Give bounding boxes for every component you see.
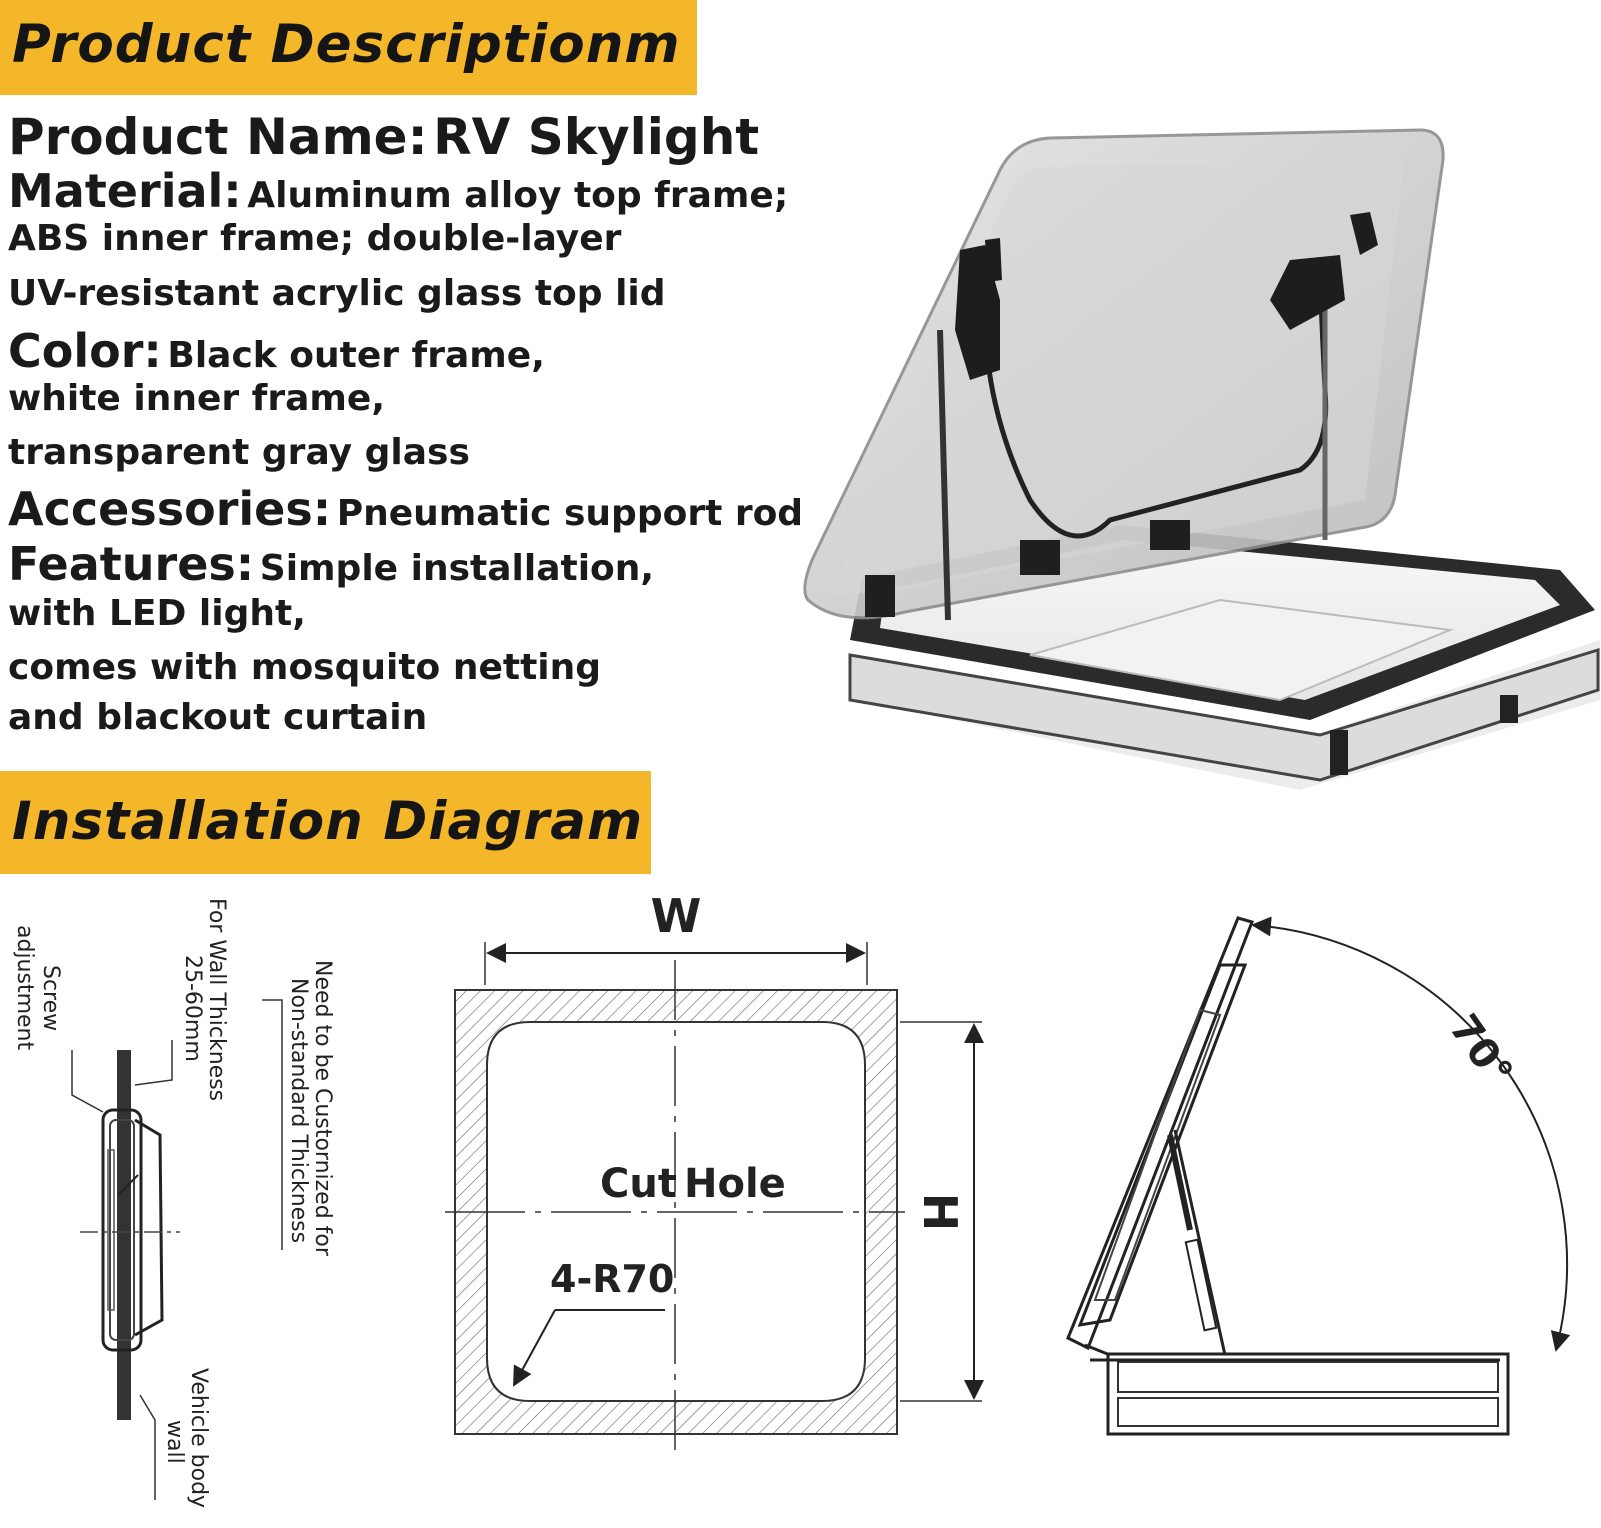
spec-material: Material: Aluminum alloy top frame; xyxy=(8,164,789,218)
hole-label: Hole xyxy=(684,1161,786,1207)
spec-product-name: Product Name: RV Skylight xyxy=(8,108,760,166)
spec-material-line2: ABS inner frame; double-layer xyxy=(8,218,622,259)
screw-label: Screw xyxy=(38,965,63,1031)
spec-color-line3: transparent gray glass xyxy=(8,432,470,473)
wall-section-diagram: adjustment Screw For Wall Thickness 25-6… xyxy=(12,898,335,1508)
custom-thickness-label-2: Non-standard Thickness xyxy=(286,978,311,1243)
spec-features-line4: and blackout curtain xyxy=(8,697,428,738)
spec-accessories: Accessories: Pneumatic support rod xyxy=(8,482,804,536)
spec-color: Color: Black outer frame, xyxy=(8,324,545,378)
installation-diagram-banner: Installation Diagram xyxy=(0,771,651,874)
spec-features-line2: with LED light, xyxy=(8,593,306,634)
spec-features: Features: Simple installation, xyxy=(8,537,655,591)
rv-skylight-product-image xyxy=(803,128,1600,790)
spec-color-line2: white inner frame, xyxy=(8,378,385,419)
radius-label: 4-R70 xyxy=(550,1257,674,1301)
cut-hole-diagram: W H Cut Hole 4-R70 xyxy=(445,889,984,1460)
vehicle-wall-label: wall xyxy=(162,1420,187,1464)
width-label: W xyxy=(651,889,702,943)
spec-features-line3: comes with mosquito netting xyxy=(8,647,602,688)
cut-label: Cut xyxy=(600,1161,677,1207)
product-description-heading: Product Descriptionm xyxy=(12,14,681,75)
wall-thickness-range: 25-60mm xyxy=(180,955,205,1062)
height-label: H xyxy=(913,1193,967,1232)
opening-angle-diagram: 70° xyxy=(1066,916,1571,1436)
vehicle-body-label: Vehicle body xyxy=(186,1368,211,1508)
angle-label: 70° xyxy=(1440,1006,1521,1094)
adjustment-label: adjustment xyxy=(12,925,37,1050)
wall-thickness-label: For Wall Thickness xyxy=(204,898,229,1101)
spec-material-line3: UV-resistant acrylic glass top lid xyxy=(8,273,666,314)
product-description-banner: Product Descriptionm xyxy=(0,0,697,95)
custom-thickness-label-1: Need to be Custornized for xyxy=(310,960,335,1257)
installation-diagram-heading: Installation Diagram xyxy=(12,791,644,852)
